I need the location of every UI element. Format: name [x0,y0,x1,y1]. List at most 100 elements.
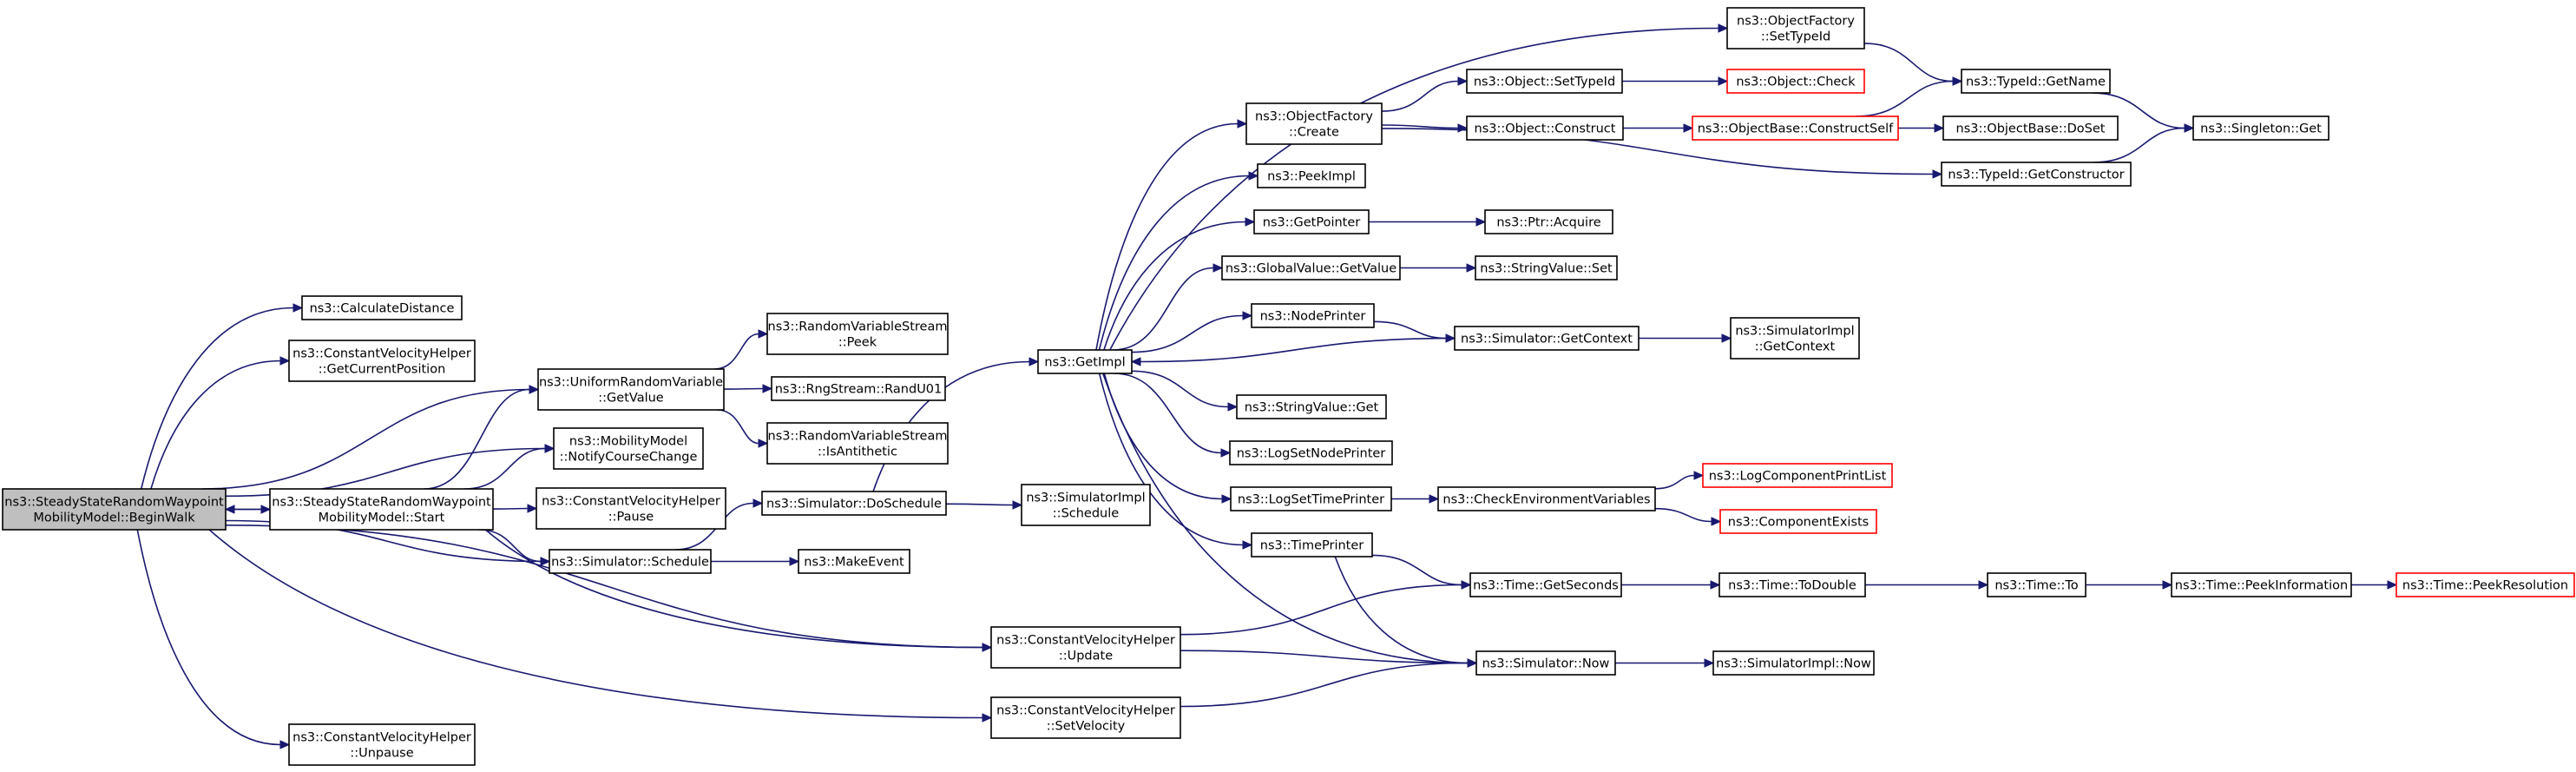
node-typeid-get-name[interactable]: ns3::TypeId::GetName [1961,69,2111,94]
node-rvs-peek[interactable]: ns3::RandomVariableStream::Peek [766,313,949,355]
node-sim-get-context[interactable]: ns3::Simulator::GetContext [1454,326,1640,351]
edge-begin-walk-to-cvh-unpause [136,529,291,749]
node-make-event[interactable]: ns3::MakeEvent [798,549,910,574]
edge-get-impl-to-of-set-typeid [1109,23,1729,351]
arrowhead [1245,217,1256,227]
arrowhead [1221,494,1232,504]
arrowhead [1467,658,1478,668]
node-begin-walk[interactable]: ns3::SteadyStateRandomWaypointMobilityMo… [2,488,227,531]
edge-begin-walk-to-calc-distance [140,303,304,490]
edge-begin-walk-to-cvh-get-pos [150,356,291,490]
arrowhead [527,504,538,513]
edge-line [1103,221,1246,351]
node-label-line: ns3::SteadyStateRandomWaypoint [4,496,224,510]
node-singleton-get[interactable]: ns3::Singleton::Get [2192,115,2330,141]
edge-get-impl-to-time-printer [1098,373,1253,550]
arrowhead [1429,494,1440,504]
node-simimpl-now[interactable]: ns3::SimulatorImpl::Now [1712,650,1875,676]
arrowhead [279,356,291,366]
edge-get-impl-to-gv-get-value [1113,263,1224,351]
node-box [1466,115,1624,141]
node-sim-now[interactable]: ns3::Simulator::Now [1475,650,1616,676]
node-simimpl-schedule[interactable]: ns3::SimulatorImpl::Schedule [1021,484,1151,526]
edge-urv-get-value-to-rvs-antithetic [716,409,769,448]
arrowhead [1130,357,1141,366]
edge-sim-do-schedule-to-simimpl-schedule [945,500,1023,510]
node-label-line: ::Unpause [350,747,413,761]
node-node-printer[interactable]: ns3::NodePrinter [1251,303,1375,328]
node-cvh-set-velocity[interactable]: ns3::ConstantVelocityHelper::SetVelocity [990,696,1181,739]
node-sv-get[interactable]: ns3::StringValue::Get [1236,394,1387,419]
node-time-to[interactable]: ns3::Time::To [1987,572,2086,597]
node-cvh-pause[interactable]: ns3::ConstantVelocityHelper::Pause [536,487,726,530]
node-calc-distance[interactable]: ns3::CalculateDistance [301,295,463,320]
node-label-line: ::GetCurrentPosition [319,363,446,377]
node-ob-doset[interactable]: ns3::ObjectBase::DoSet [1942,115,2119,141]
node-box [1253,209,1370,234]
node-ob-construct-self[interactable]: ns3::ObjectBase::ConstructSelf [1692,115,1899,141]
node-box [1726,7,1865,49]
arrowhead [789,557,800,566]
node-get-pointer[interactable]: ns3::GetPointer [1253,209,1370,234]
node-label-line: ::Peek [838,336,877,350]
node-time-printer[interactable]: ns3::TimePrinter [1251,532,1373,558]
node-obj-check[interactable]: ns3::Object::Check [1726,69,1865,94]
node-time-peek-resolution[interactable]: ns3::Time::PeekResolution [2395,572,2575,597]
arrowhead [224,505,235,514]
edge-line [1131,370,1229,408]
edge-get-impl-to-log-set-node-printer [1114,373,1232,458]
node-peek-impl[interactable]: ns3::PeekImpl [1257,163,1366,188]
arrowhead [2162,580,2173,590]
node-label-line: ns3::ObjectBase::ConstructSelf [1698,122,1894,136]
node-cvh-get-pos[interactable]: ns3::ConstantVelocityHelper::GetCurrentP… [288,340,476,382]
node-sv-set[interactable]: ns3::StringValue::Set [1475,255,1618,280]
node-component-exists[interactable]: ns3::ComponentExists [1719,509,1877,534]
node-label-line: ns3::GetImpl [1044,356,1125,370]
arrowhead [1475,217,1487,227]
node-log-comp-print-list[interactable]: ns3::LogComponentPrintList [1702,463,1893,488]
node-sim-schedule[interactable]: ns3::Simulator::Schedule [549,549,712,574]
edge-time-printer-to-sim-now [1334,556,1478,668]
edge-line [2093,127,2185,163]
node-cvh-unpause[interactable]: ns3::ConstantVelocityHelper::Unpause [288,723,476,766]
node-cvh-update[interactable]: ns3::ConstantVelocityHelper::Update [990,626,1181,669]
node-simimpl-get-context[interactable]: ns3::SimulatorImpl::GetContext [1730,317,1860,360]
node-obj-set-typeid[interactable]: ns3::Object::SetTypeId [1466,69,1623,94]
node-time-peek-info[interactable]: ns3::Time::PeekInformation [2171,572,2352,597]
node-box [2,488,227,531]
node-ss-start[interactable]: ns3::SteadyStateRandomWaypointMobilityMo… [269,488,494,531]
node-obj-construct[interactable]: ns3::Object::Construct [1466,115,1624,141]
edge-time-to-double-to-time-to [1864,580,1989,590]
node-box [1712,650,1875,676]
node-notify-course[interactable]: ns3::MobilityModel::NotifyCourseChange [553,427,704,470]
node-gv-get-value[interactable]: ns3::GlobalValue::GetValue [1221,255,1401,280]
node-sim-do-schedule[interactable]: ns3::Simulator::DoSchedule [761,491,947,516]
edge-line [208,529,983,719]
edge-check-env-vars-to-log-comp-print-list [1654,471,1705,490]
node-box [1229,440,1393,465]
node-rng-randu01[interactable]: ns3::RngStream::RandU01 [771,376,946,401]
node-of-set-typeid[interactable]: ns3::ObjectFactory::SetTypeId [1726,7,1865,49]
edge-ob-construct-self-to-typeid-get-name [1855,76,1963,117]
node-ptr-acquire[interactable]: ns3::Ptr::Acquire [1484,209,1613,234]
node-label-line: ns3::Object::Construct [1475,122,1616,136]
node-of-create[interactable]: ns3::ObjectFactory::Create [1245,102,1383,145]
node-box [771,376,946,401]
node-log-set-node-printer[interactable]: ns3::LogSetNodePrinter [1229,440,1393,465]
arrowhead [1932,169,1943,179]
node-label-line: ::IsAntithetic [818,445,897,459]
node-label-line: ::Update [1059,650,1113,663]
node-label-line: ns3::CheckEnvironmentVariables [1442,493,1650,507]
node-log-set-time-printer[interactable]: ns3::LogSetTimePrinter [1230,486,1392,511]
node-label-line: ns3::ConstantVelocityHelper [292,347,471,361]
edge-cvh-set-velocity-to-sim-now [1180,658,1478,708]
node-label-line: ::NotifyCourseChange [560,451,698,465]
node-check-env-vars[interactable]: ns3::CheckEnvironmentVariables [1437,486,1656,511]
node-rvs-antithetic[interactable]: ns3::RandomVariableStream::IsAntithetic [766,422,949,465]
node-time-to-double[interactable]: ns3::Time::ToDouble [1718,572,1866,597]
node-box [537,368,725,411]
node-typeid-get-ctor[interactable]: ns3::TypeId::GetConstructor [1941,162,2132,187]
node-time-get-seconds[interactable]: ns3::Time::GetSeconds [1469,572,1622,597]
node-urv-get-value[interactable]: ns3::UniformRandomVariable::GetValue [537,368,725,411]
node-get-impl[interactable]: ns3::GetImpl [1037,349,1133,374]
